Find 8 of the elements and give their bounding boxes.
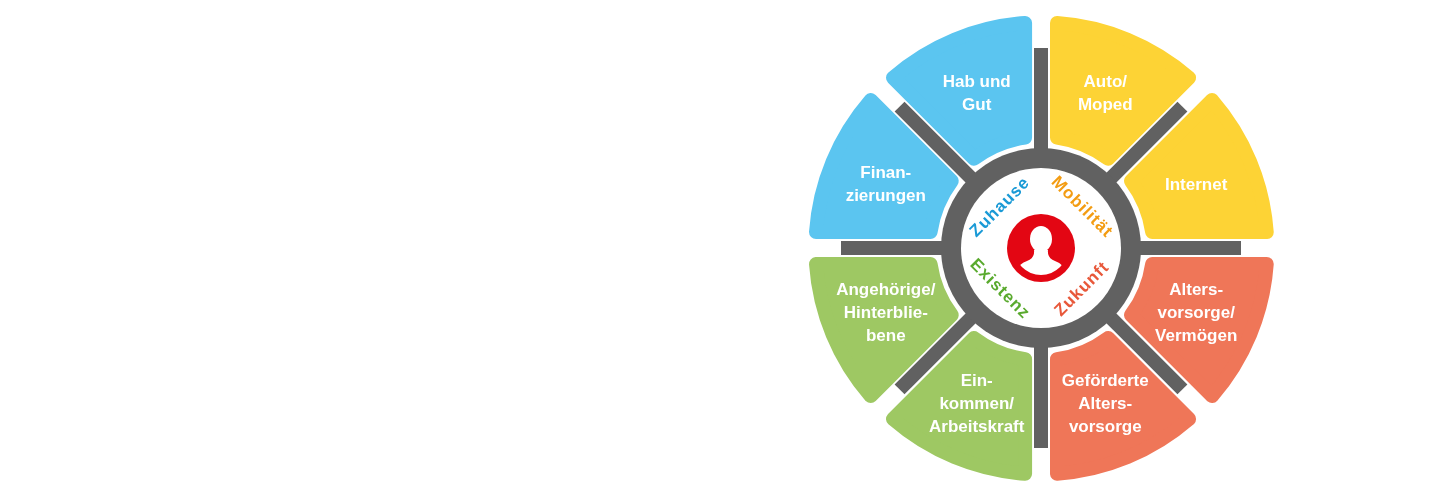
segment-label: Internet (1164, 173, 1229, 196)
segment-label: Geförderte Alters- vorsorge (1060, 369, 1150, 438)
segment-label: Alters- vorsorge/ Vermögen (1154, 278, 1239, 347)
segment-label: Ein- kommen/ Arbeitskraft (928, 369, 1026, 438)
segment-label: Finan- zierungen (844, 161, 927, 207)
segment-label: Angehörige/ Hinterblie- bene (835, 278, 937, 347)
segment-label: Hab und Gut (941, 70, 1012, 116)
segment-label: Auto/ Moped (1076, 70, 1134, 116)
